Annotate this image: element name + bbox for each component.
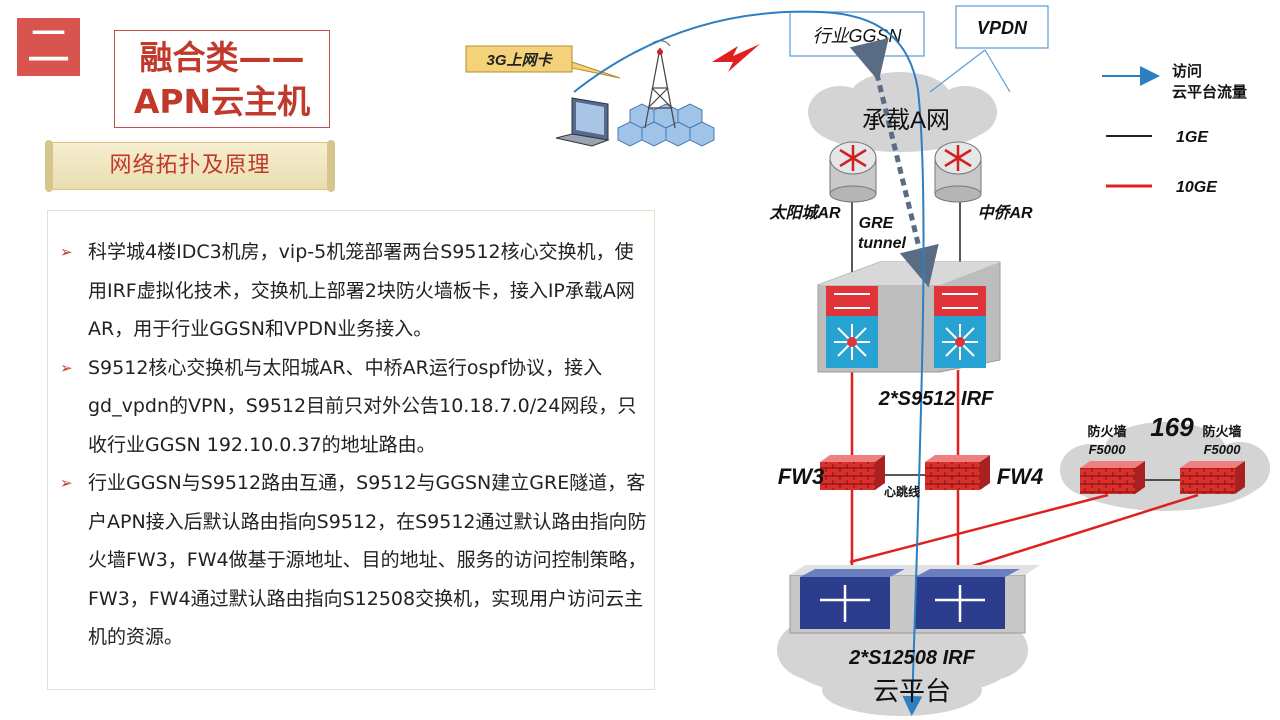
fw-left-type-label: 防火墙 <box>1087 424 1126 439</box>
bullet-arrow-icon: ➢ <box>60 243 73 261</box>
bullet-item: ➢ 科学城4楼IDC3机房，vip-5机笼部署两台S9512核心交换机，使用IRF… <box>58 233 648 349</box>
ar-right-label: 中侨AR <box>977 204 1033 222</box>
taiyangcheng-ar-router <box>829 141 877 203</box>
bearer-network-label: 承载A网 <box>862 107 950 134</box>
fw-right-model-label: F5000 <box>1204 442 1242 457</box>
tunnel-label: tunnel <box>858 235 907 252</box>
fw4-firewall <box>925 455 990 490</box>
bullet-arrow-icon: ➢ <box>60 474 73 492</box>
laptop-icon <box>555 97 610 147</box>
fw3-label: FW3 <box>778 464 824 489</box>
page-title: 融合类—— APN云主机 <box>114 30 330 128</box>
legend-10ge-label: 10GE <box>1176 179 1218 196</box>
legend-1ge-label: 1GE <box>1176 129 1209 146</box>
title-line-2: APN云主机 <box>133 82 311 121</box>
fw-left-model-label: F5000 <box>1089 442 1127 457</box>
wireless-signal-icon <box>712 44 760 72</box>
title-line-1: 融合类—— <box>139 38 305 77</box>
ggsn-label: 行业GGSN <box>812 26 902 46</box>
description-panel: ➢ 科学城4楼IDC3机房，vip-5机笼部署两台S9512核心交换机，使用IRF… <box>47 210 655 690</box>
s12508-label: 2*S12508 IRF <box>848 647 975 669</box>
legend-flow-label-2: 云平台流量 <box>1172 83 1247 101</box>
3g-callout: 3G上网卡 <box>465 45 621 79</box>
f5000-firewall-right <box>1180 461 1245 494</box>
bullet-item: ➢ S9512核心交换机与太阳城AR、中桥AR运行ospf协议，接入gd_vpdn… <box>58 349 648 465</box>
bullet-item: ➢ 行业GGSN与S9512路由互通，S9512与GGSN建立GRE隧道，客户AP… <box>58 464 648 657</box>
10ge-links <box>849 325 1199 580</box>
s12508-switch <box>789 565 1040 634</box>
legend-flow-label-1: 访问 <box>1172 62 1202 80</box>
bullet-list: ➢ 科学城4楼IDC3机房，vip-5机笼部署两台S9512核心交换机，使用IRF… <box>58 233 648 657</box>
vpdn-connectors <box>929 49 1011 93</box>
fw-right-type-label: 防火墙 <box>1202 424 1241 439</box>
f5000-firewall-left <box>1080 461 1145 494</box>
3g-callout-label: 3G上网卡 <box>486 52 553 69</box>
fw4-label: FW4 <box>997 464 1043 489</box>
bullet-arrow-icon: ➢ <box>60 358 73 377</box>
bullet-text: 科学城4楼IDC3机房，vip-5机笼部署两台S9512核心交换机，使用IRF虚… <box>88 241 635 340</box>
core-switch-label: 2*S9512 IRF <box>878 388 994 410</box>
legend: 访问 云平台流量 1GE 10GE <box>1102 62 1247 196</box>
gre-label: GRE <box>859 215 895 232</box>
bullet-text: 行业GGSN与S9512路由互通，S9512与GGSN建立GRE隧道，客户APN… <box>88 472 647 648</box>
zhongqiao-ar-router <box>934 141 982 203</box>
section-subtitle: 网络拓扑及原理 <box>45 140 335 192</box>
vpdn-label: VPDN <box>977 18 1028 38</box>
cloud-platform-label: 云平台 <box>873 676 951 706</box>
ar-left-label: 太阳城AR <box>768 204 841 222</box>
vpdn-box <box>955 5 1049 49</box>
section-number: 二 <box>17 18 80 76</box>
bullet-text: S9512核心交换机与太阳城AR、中桥AR运行ospf协议，接入gd_vpdn的… <box>88 356 637 456</box>
net-169-label: 169 <box>1150 412 1194 442</box>
fw3-firewall <box>820 455 885 490</box>
3g-tower-icon <box>617 40 715 147</box>
cloud-access-flow-arrow <box>573 10 925 716</box>
heartbeat-label: 心跳线 <box>884 484 920 499</box>
s9512-core-switch <box>817 261 1001 373</box>
